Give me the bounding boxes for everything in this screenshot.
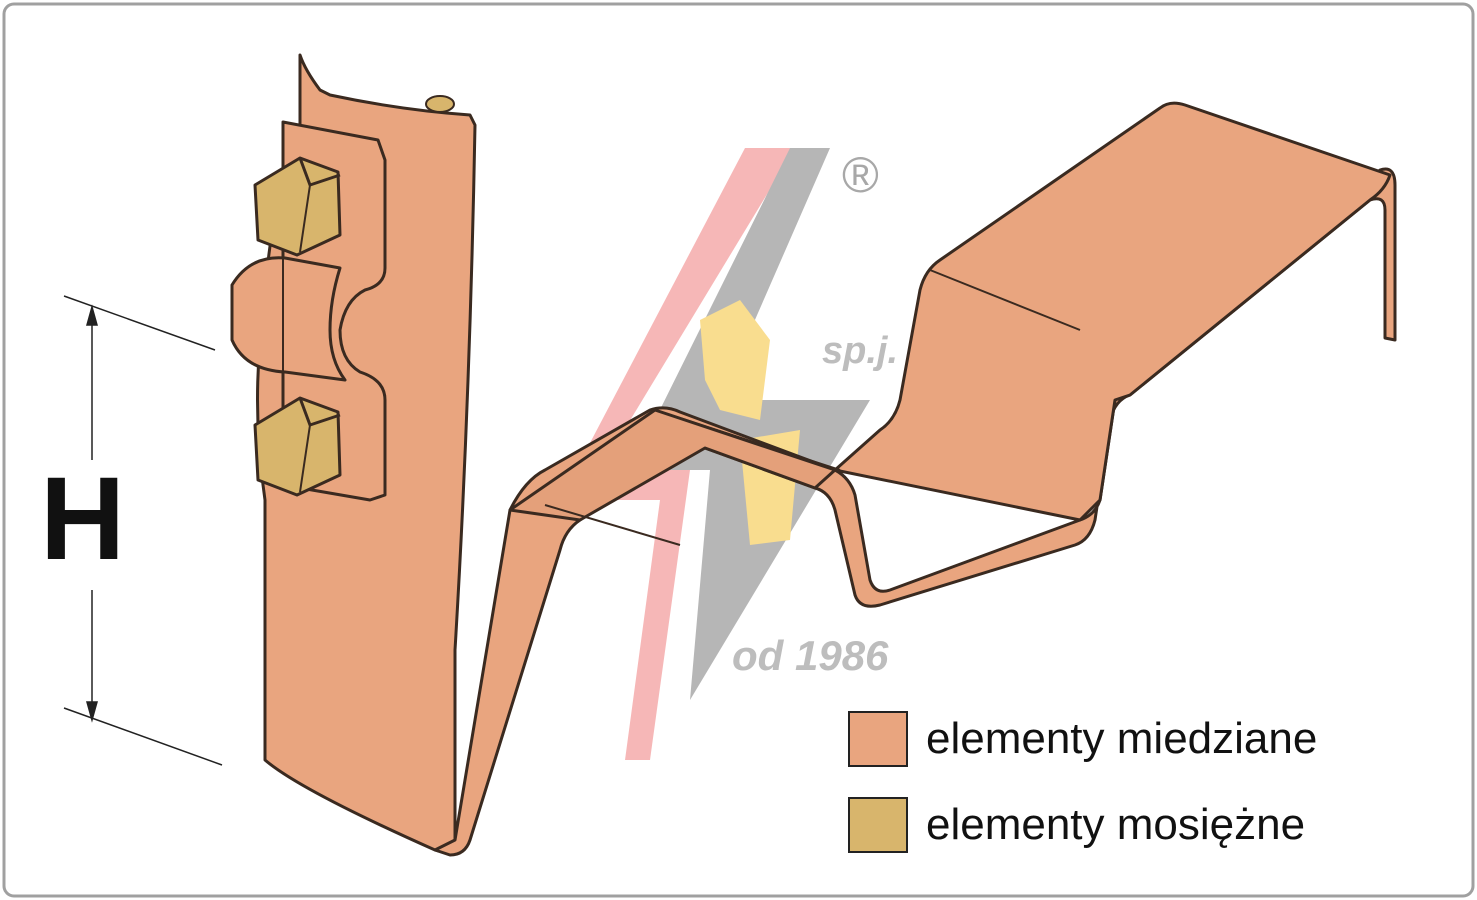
fold-line-3 <box>654 409 841 471</box>
legend-item-copper: elementy miedziane <box>848 708 1317 770</box>
nut-top <box>425 95 455 113</box>
watermark-since: od 1986 <box>732 632 889 679</box>
brass-nut-top <box>425 95 455 113</box>
watermark-gray-bolt <box>630 148 870 700</box>
legend-label-copper: elementy miedziane <box>926 714 1318 763</box>
legend: elementy miedziane elementy mosiężne <box>848 708 1317 880</box>
fold-line-2 <box>929 269 1081 331</box>
watermark-company-suffix: sp.j. <box>822 330 899 372</box>
brass-bolt-top <box>253 156 342 257</box>
copper-strip <box>256 53 1397 857</box>
clamp-boss <box>230 256 347 382</box>
legend-label-brass: elementy mosiężne <box>926 800 1306 849</box>
dim-arrowhead-bottom <box>86 701 98 723</box>
watermark-yellow-a <box>700 300 770 420</box>
legend-swatch-copper <box>848 711 908 767</box>
bolt-top-ridge <box>299 184 311 253</box>
brass-bolt-bottom <box>253 396 342 497</box>
legend-swatch-brass <box>848 797 908 853</box>
legend-item-brass: elementy mosiężne <box>848 794 1317 856</box>
dim-arrowhead-top <box>86 304 98 326</box>
copper-top-face <box>833 101 1392 522</box>
bolt-bottom-ridge <box>299 424 311 493</box>
dim-ext-bottom <box>63 707 223 766</box>
fold-line-1 <box>544 504 681 546</box>
dimension-label: H <box>40 453 126 585</box>
dimension-h <box>63 295 223 766</box>
dim-ext-top <box>63 295 216 351</box>
watermark-registered: ® <box>842 147 879 203</box>
